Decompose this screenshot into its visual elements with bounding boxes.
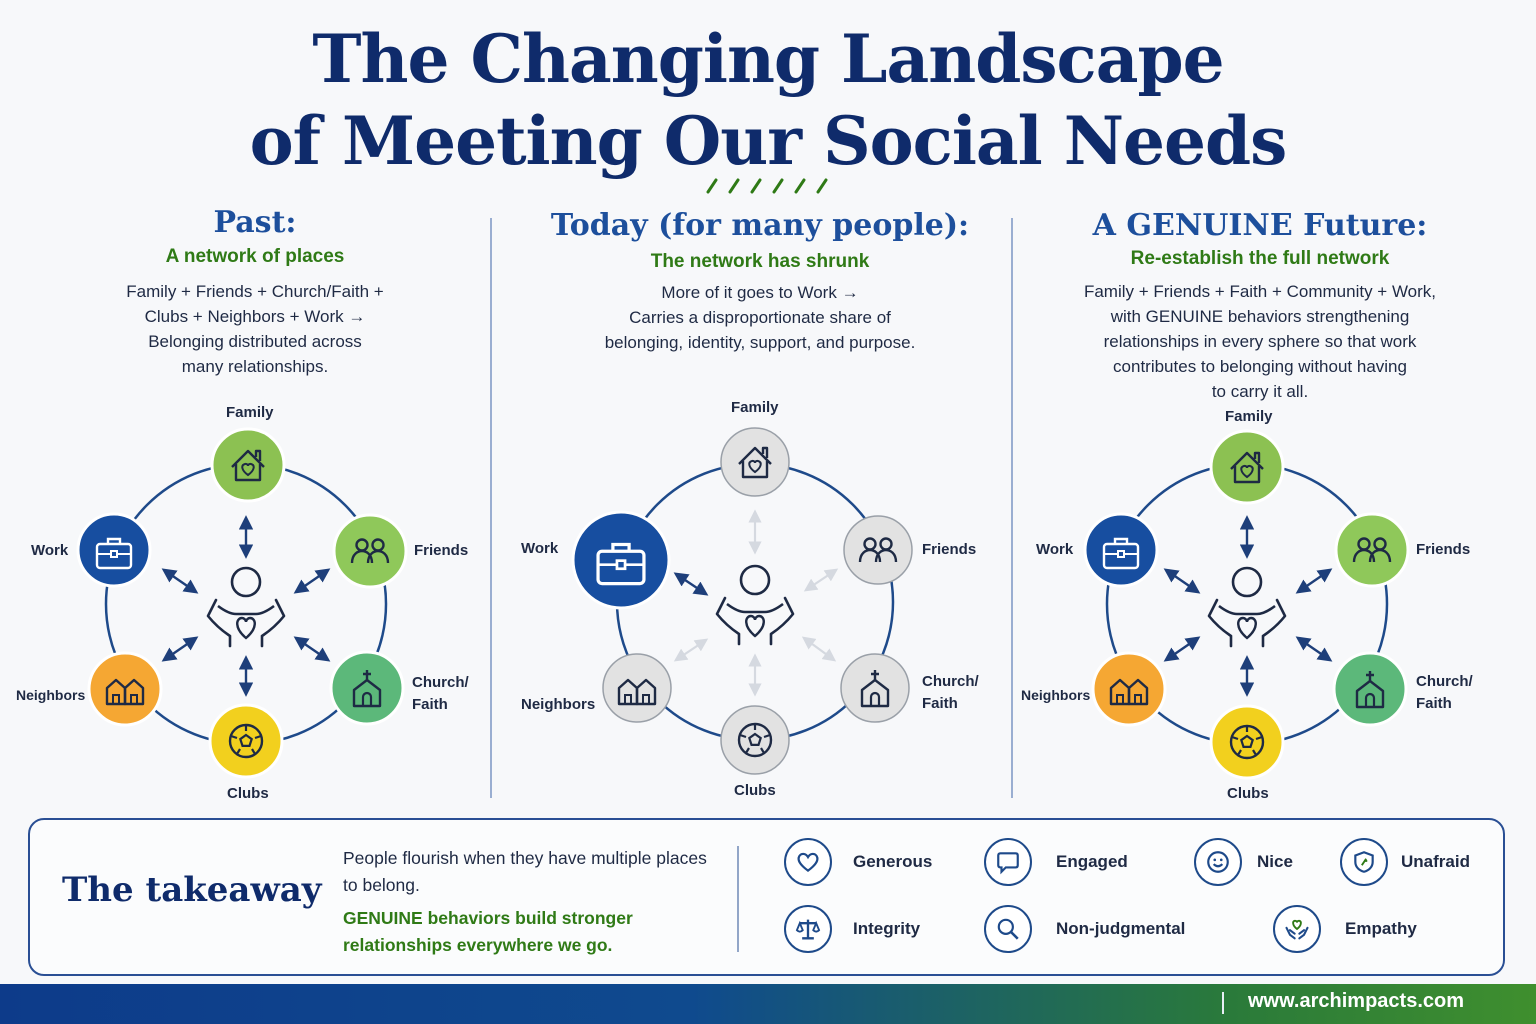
- footer-website-link[interactable]: www.archimpacts.com: [1248, 990, 1464, 1012]
- label-clubs: Clubs: [1227, 785, 1269, 802]
- label-work: Work: [521, 540, 559, 557]
- past-heading: Past:: [213, 205, 297, 240]
- future-heading: A GENUINE Future:: [1092, 208, 1428, 243]
- label-church: Church/: [1416, 673, 1473, 690]
- footer-bar: [0, 984, 1536, 1024]
- label-friends: Friends: [1416, 541, 1471, 558]
- future-desc-line: relationships in every sphere so that wo…: [1103, 332, 1417, 351]
- label-church: Church/: [412, 674, 469, 691]
- takeaway-text: People flourish when they have multiple …: [343, 848, 707, 895]
- future-subheading: Re-establish the full network: [1130, 248, 1390, 269]
- hands-heart-icon: [1273, 905, 1321, 953]
- label-friends: Friends: [922, 541, 977, 558]
- label-work: Work: [1036, 541, 1074, 558]
- smile-icon: [1194, 838, 1242, 886]
- clubs-node: [208, 703, 284, 779]
- person-heart-icon: [715, 564, 795, 646]
- today-desc-line: Carries a disproportionate share of: [629, 308, 891, 327]
- future-desc-line: to carry it all.: [1211, 382, 1309, 401]
- today-subheading: The network has shrunk: [650, 251, 870, 272]
- church-node: [1332, 651, 1408, 727]
- label-church: Church/: [922, 673, 979, 690]
- friends-node: [1334, 512, 1410, 588]
- past-description: Family + Friends + Church/Faith + Clubs …: [70, 279, 440, 379]
- church-node: [329, 650, 405, 726]
- label-neighbors: Neighbors: [1021, 687, 1091, 703]
- clubs-node: [1209, 704, 1285, 780]
- takeaway-highlight: GENUINE behaviors build stronger relatio…: [343, 908, 633, 955]
- label-faith: Faith: [1416, 695, 1452, 712]
- page-title: The Changing Landscape of Meeting Our So…: [0, 18, 1536, 182]
- behavior-nice: Nice: [1257, 852, 1293, 871]
- behavior-empathy: Empathy: [1345, 919, 1417, 938]
- label-family: Family: [1225, 408, 1273, 425]
- behavior-integrity: Integrity: [853, 919, 921, 938]
- label-work: Work: [31, 542, 69, 559]
- title-underline-marks: [706, 178, 828, 194]
- takeaway-title: The takeaway: [62, 870, 322, 910]
- chat-icon: [984, 838, 1032, 886]
- today-desc-line: belonging, identity, support, and purpos…: [604, 333, 916, 352]
- behavior-generous: Generous: [853, 852, 933, 871]
- title-line-1: The Changing Landscape: [312, 20, 1224, 98]
- column-divider-1: [490, 218, 492, 798]
- behavior-engaged: Engaged: [1056, 852, 1128, 871]
- label-clubs: Clubs: [227, 785, 269, 802]
- today-desc-line: More of it goes to Work →: [661, 283, 859, 302]
- friends-node: [332, 513, 408, 589]
- column-divider-2: [1011, 218, 1013, 798]
- future-desc-line: with GENUINE behaviors strengthening: [1110, 307, 1410, 326]
- clubs-node: [720, 705, 790, 775]
- future-desc-line: Family + Friends + Faith + Community + W…: [1083, 282, 1437, 301]
- label-family: Family: [731, 399, 779, 416]
- past-subheading: A network of places: [165, 246, 345, 267]
- shield-icon: [1340, 838, 1388, 886]
- label-faith: Faith: [922, 695, 958, 712]
- church-node: [840, 653, 910, 723]
- past-desc-line: Clubs + Neighbors + Work →: [144, 307, 366, 326]
- person-heart-icon: [1207, 566, 1287, 648]
- takeaway-panel: [28, 818, 1505, 976]
- label-neighbors: Neighbors: [521, 696, 596, 713]
- magnifier-icon: [984, 905, 1032, 953]
- past-diagram: [76, 427, 408, 779]
- label-neighbors: Neighbors: [16, 687, 86, 703]
- behavior-non-judgmental: Non-judgmental: [1056, 919, 1186, 938]
- label-clubs: Clubs: [734, 782, 776, 799]
- past-desc-line: Belonging distributed across: [148, 332, 362, 351]
- heart-icon: [784, 838, 832, 886]
- today-heading: Today (for many people):: [550, 208, 970, 243]
- future-description: Family + Friends + Faith + Community + W…: [1040, 279, 1480, 404]
- label-family: Family: [226, 404, 274, 421]
- title-line-2: of Meeting Our Social Needs: [249, 102, 1288, 180]
- label-faith: Faith: [412, 696, 448, 713]
- past-desc-line: Family + Friends + Church/Faith +: [126, 282, 384, 301]
- footer-separator: [1222, 992, 1224, 1014]
- today-description: More of it goes to Work → Carries a disp…: [540, 280, 980, 355]
- label-friends: Friends: [414, 542, 469, 559]
- friends-node: [843, 515, 913, 585]
- person-heart-icon: [206, 566, 286, 648]
- future-desc-line: contributes to belonging without having: [1113, 357, 1407, 376]
- today-diagram: [571, 427, 913, 775]
- behavior-unafraid: Unafraid: [1401, 852, 1470, 871]
- takeaway-separator: [737, 846, 739, 952]
- future-diagram: [1083, 429, 1410, 780]
- scales-icon: [784, 905, 832, 953]
- past-desc-line: many relationships.: [181, 357, 329, 376]
